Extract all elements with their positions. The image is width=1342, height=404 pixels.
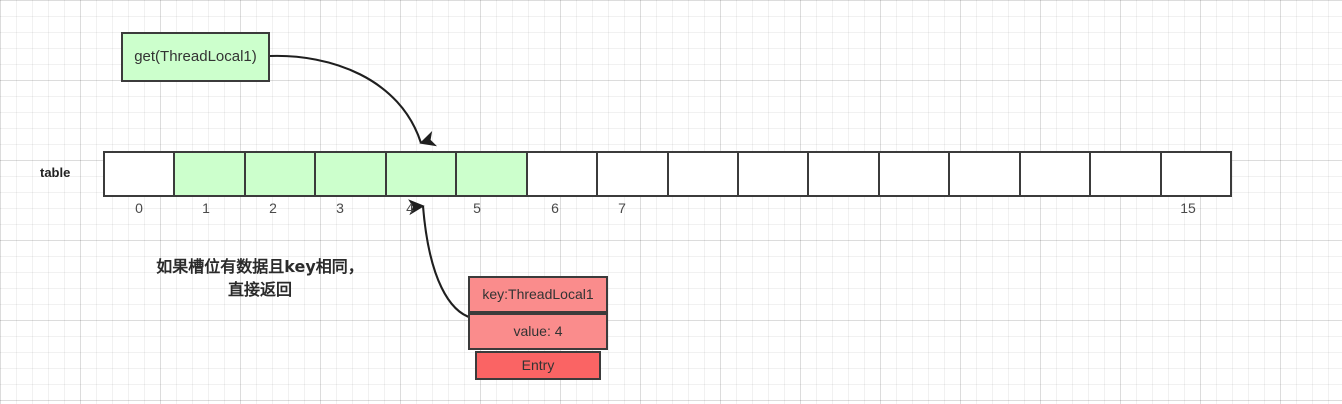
table-cell-15[interactable]	[1161, 153, 1230, 195]
table-cell-13[interactable]	[1020, 153, 1092, 195]
entry-type-box[interactable]: Entry	[475, 351, 601, 380]
call-to-slot-arrow	[269, 54, 438, 147]
entry-key-label: key:ThreadLocal1	[482, 286, 594, 303]
get-call-box[interactable]: get(ThreadLocal1)	[121, 32, 270, 82]
table-cell-10[interactable]	[809, 153, 880, 195]
entry-value-label: value: 4	[513, 323, 563, 340]
get-call-label: get(ThreadLocal1)	[134, 48, 257, 66]
table-index-5: 5	[473, 200, 481, 216]
table-index-7: 7	[618, 200, 626, 216]
table-index-15: 15	[1180, 200, 1196, 216]
table-cell-1[interactable]	[175, 153, 246, 195]
table-cell-3[interactable]	[316, 153, 387, 195]
entry-to-slot-arrow	[408, 199, 473, 320]
table-cell-12[interactable]	[950, 153, 1021, 195]
table-strip	[103, 151, 1232, 197]
annotation-line-2: 直接返回	[227, 280, 292, 300]
entry-type-label: Entry	[521, 357, 555, 374]
table-index-6: 6	[551, 200, 559, 216]
table-cell-5[interactable]	[457, 153, 528, 195]
table-cell-6[interactable]	[527, 153, 599, 195]
table-index-0: 0	[135, 200, 143, 216]
annotation-text: 如果槽位有数据且key相同， 直接返回	[110, 255, 410, 301]
table-cell-9[interactable]	[738, 153, 810, 195]
entry-value-box[interactable]: value: 4	[468, 313, 608, 350]
table-cell-14[interactable]	[1091, 153, 1162, 195]
table-cell-8[interactable]	[668, 153, 739, 195]
annotation-line-1: 如果槽位有数据且key相同，	[156, 257, 364, 276]
table-index-3: 3	[336, 200, 344, 216]
table-cell-7[interactable]	[598, 153, 669, 195]
table-cell-11[interactable]	[879, 153, 951, 195]
table-index-2: 2	[269, 200, 277, 216]
table-label: table	[40, 164, 71, 180]
table-cell-0[interactable]	[105, 153, 176, 195]
table-index-1: 1	[202, 200, 210, 216]
table-cell-4[interactable]	[386, 153, 458, 195]
table-index-4: 4	[406, 200, 414, 216]
entry-key-box[interactable]: key:ThreadLocal1	[468, 276, 608, 313]
table-cell-2[interactable]	[245, 153, 317, 195]
